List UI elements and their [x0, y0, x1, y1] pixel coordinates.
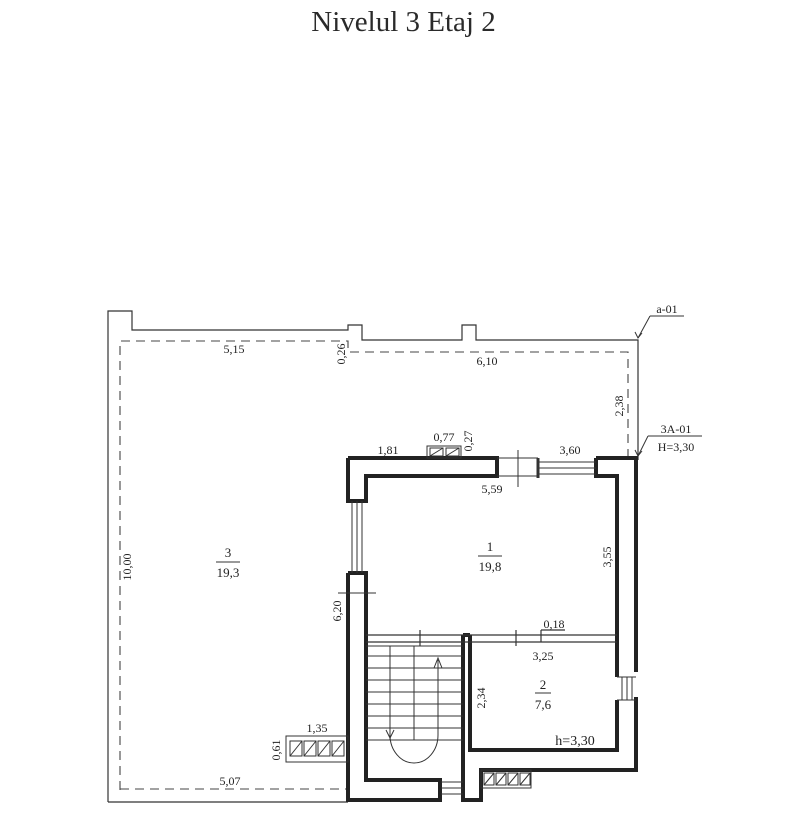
room-height-label: h=3,30 — [555, 734, 594, 749]
drawing-title: Nivelul 3 Etaj 2 — [311, 6, 496, 38]
axis-label-a01: a-01 — [656, 302, 677, 316]
dim-room1-door-span: 3,60 — [560, 443, 581, 457]
room-3-number: 3 — [225, 545, 232, 560]
axis-label-3a01: 3A-01 — [661, 422, 692, 436]
staircase — [366, 645, 463, 795]
axis-leaders — [634, 315, 702, 457]
room-2-number: 2 — [540, 677, 547, 692]
dim-top-left: 5,15 — [224, 342, 245, 356]
dim-right-upper-height: 2,38 — [612, 396, 626, 417]
dim-room2-height: 2,34 — [474, 688, 488, 709]
window-left — [338, 501, 376, 594]
dim-room2-width: 3,25 — [533, 649, 554, 663]
dim-stair-height: 6,20 — [330, 601, 344, 622]
room-1-area: 19,8 — [479, 559, 502, 574]
dim-vent-top-width: 0,77 — [434, 430, 455, 444]
dim-room1-height: 3,55 — [600, 547, 614, 568]
partition-wall — [366, 629, 617, 646]
dim-left-height: 10,00 — [120, 554, 134, 581]
vent-bottom-left — [285, 735, 349, 763]
dim-bottom-left: 5,07 — [220, 774, 241, 788]
dim-vent-bottom-width: 1,35 — [307, 721, 328, 735]
dim-room1-width: 5,59 — [482, 482, 503, 496]
level-height-label: H=3,30 — [658, 440, 694, 454]
room-1-number: 1 — [487, 539, 494, 554]
dim-partition-thickness: 0,18 — [544, 617, 565, 631]
room-3-area: 19,3 — [217, 565, 240, 580]
vent-top — [426, 445, 462, 459]
dim-vent-bottom-depth: 0,61 — [269, 740, 283, 761]
terrace-dashed-line — [119, 340, 629, 790]
dim-vent-top-depth: 0,27 — [461, 431, 475, 452]
window-right — [617, 676, 636, 701]
terrace-outline — [107, 310, 639, 803]
room-2-area: 7,6 — [535, 697, 552, 712]
dim-top-step: 0,26 — [334, 344, 348, 365]
dim-top-right: 6,10 — [477, 354, 498, 368]
window-top — [497, 450, 596, 487]
dim-room1-left-segment: 1,81 — [378, 443, 399, 457]
vent-bottom-right — [480, 769, 532, 789]
